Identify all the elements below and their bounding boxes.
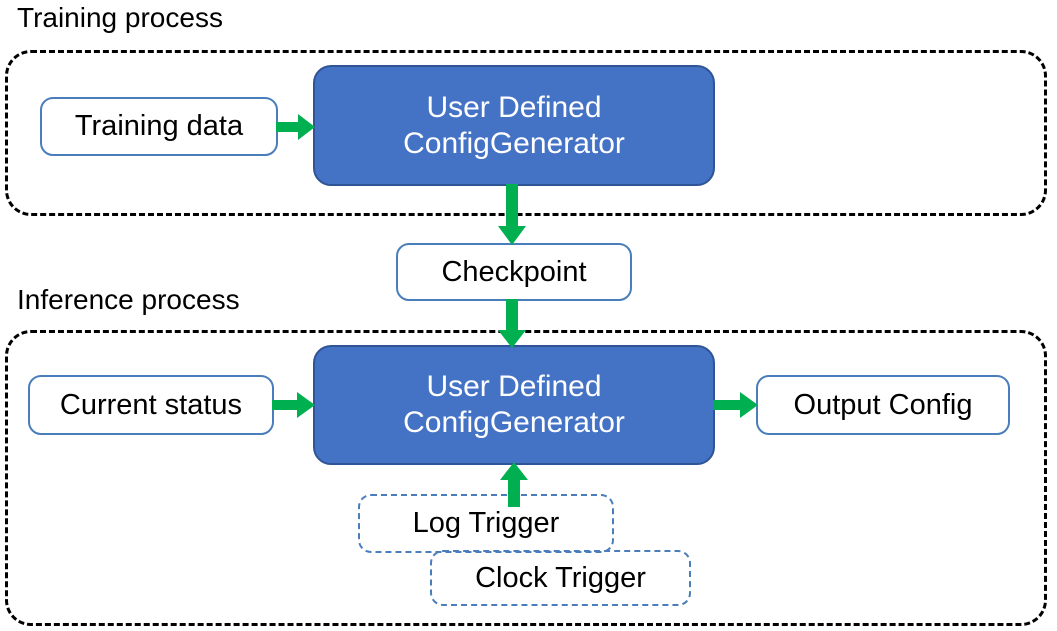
node-log-trigger[interactable]: Log Trigger	[358, 494, 614, 553]
node-training-data[interactable]: Training data	[40, 97, 278, 156]
inference-process-container	[5, 330, 1047, 626]
node-checkpoint[interactable]: Checkpoint	[396, 243, 632, 301]
node-checkpoint-label: Checkpoint	[441, 255, 587, 288]
node-user-defined-configgenerator-training[interactable]: User Defined ConfigGenerator	[313, 65, 715, 186]
node-user-defined-configgenerator-training-label: User Defined ConfigGenerator	[403, 90, 625, 160]
node-output-config[interactable]: Output Config	[756, 375, 1010, 435]
section-caption-inference: Inference process	[17, 284, 240, 315]
node-clock-trigger-label: Clock Trigger	[475, 561, 646, 594]
node-current-status[interactable]: Current status	[28, 375, 274, 435]
node-clock-trigger[interactable]: Clock Trigger	[430, 550, 691, 606]
node-user-defined-configgenerator-inference-label: User Defined ConfigGenerator	[403, 370, 625, 439]
node-training-data-label: Training data	[74, 110, 244, 142]
section-caption-training: Training process	[17, 2, 223, 33]
node-user-defined-configgenerator-inference[interactable]: User Defined ConfigGenerator	[313, 345, 715, 465]
node-current-status-label: Current status	[59, 388, 243, 421]
node-output-config-label: Output Config	[793, 388, 973, 421]
training-process-container	[5, 50, 1047, 216]
node-log-trigger-label: Log Trigger	[412, 507, 560, 539]
